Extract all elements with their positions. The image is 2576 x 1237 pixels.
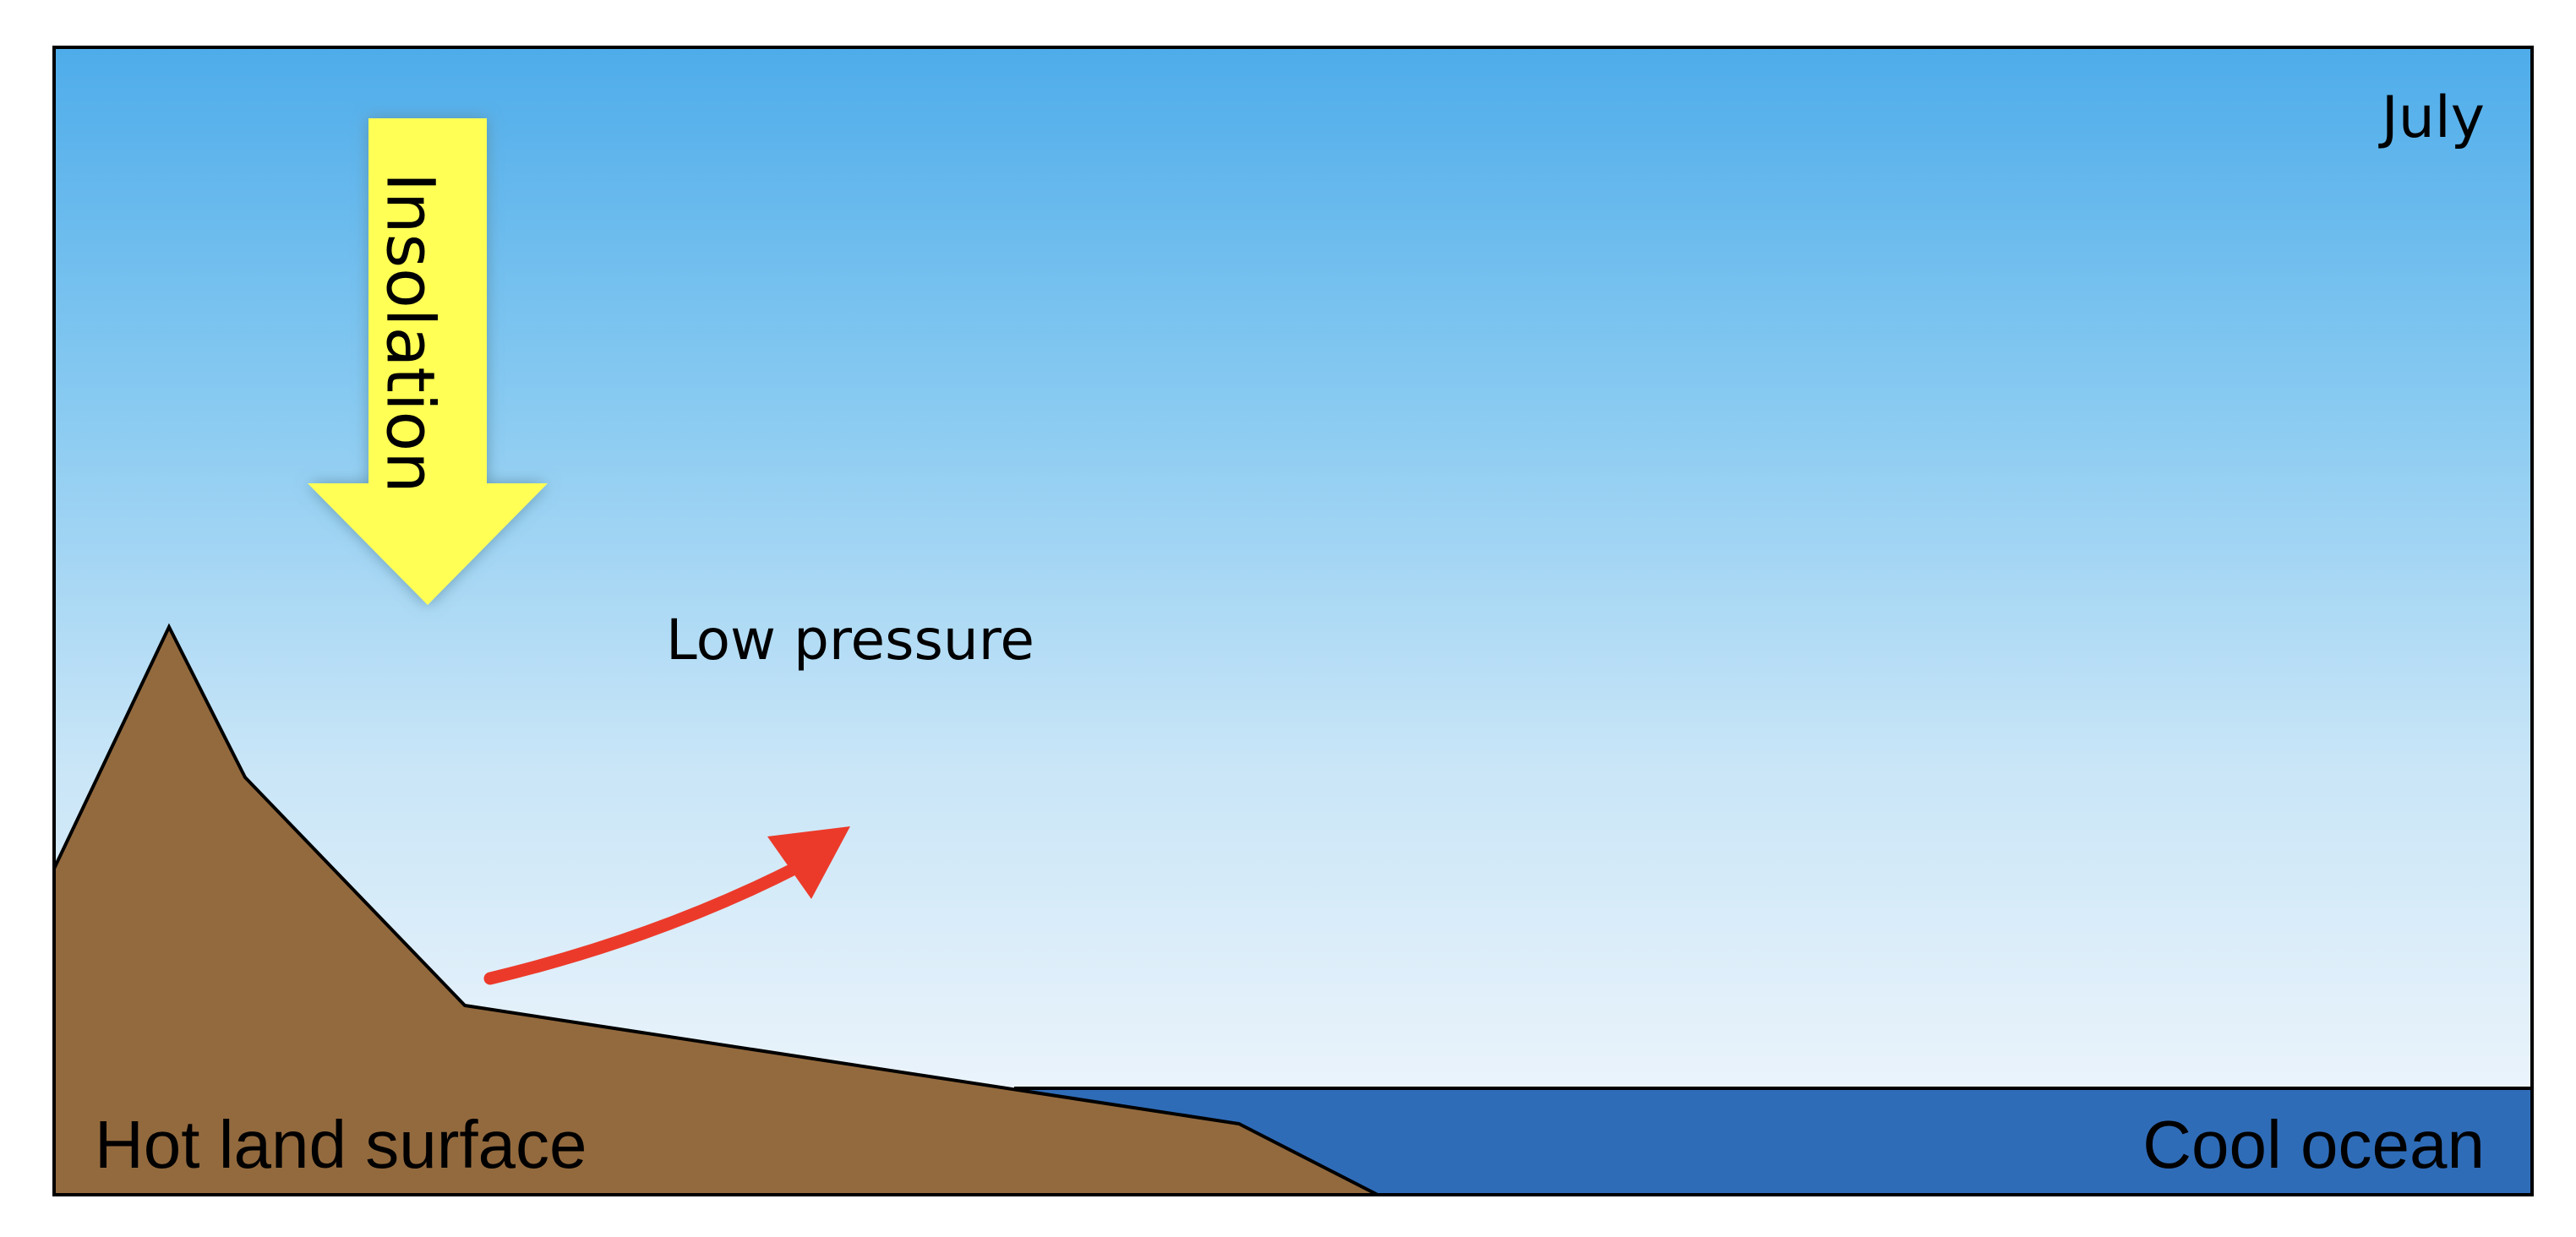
land-label: Hot land surface xyxy=(95,1107,587,1182)
month-label: July xyxy=(2378,84,2485,151)
pressure-label: Low pressure xyxy=(666,608,1034,673)
insolation-label: Insolation xyxy=(372,172,448,493)
diagram-frame xyxy=(52,46,2534,1196)
land-outline xyxy=(52,623,1378,1196)
wind-arrowhead-icon xyxy=(767,826,850,899)
insolation-arrow-icon xyxy=(308,118,548,605)
land-surface xyxy=(54,627,1378,1195)
wind-arrow-shaft xyxy=(483,858,808,985)
ocean-label: Cool ocean xyxy=(2142,1107,2485,1182)
insolation-arrow xyxy=(308,118,548,605)
